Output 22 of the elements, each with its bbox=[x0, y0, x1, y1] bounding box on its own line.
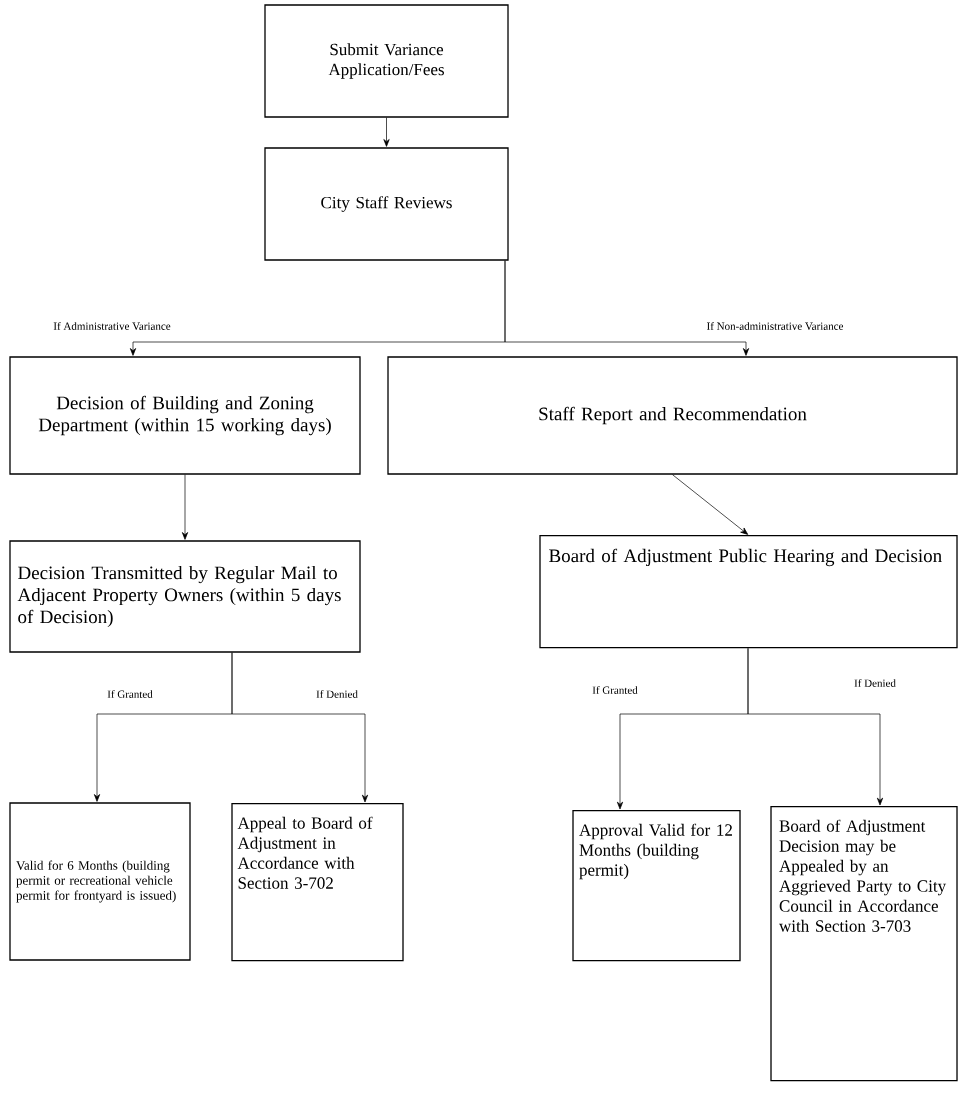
process-box: City Staff Reviews bbox=[264, 147, 509, 261]
process-box: Decision Transmitted by Regular Mail to Adjacent Property Owners (within 5 days of Decision) bbox=[9, 540, 361, 653]
arrow bbox=[383, 117, 390, 147]
arrow bbox=[181, 474, 189, 540]
arrow bbox=[504, 260, 750, 356]
process-box: Submit Variance Application/Fees bbox=[264, 4, 509, 118]
edge-label: If Granted bbox=[591, 685, 639, 695]
process-box: Board of Adjustment Decision may be Appealed by an Aggrieved Party to City Council in Accordance with Section 3-703 bbox=[770, 806, 958, 1082]
process-box: Staff Report and Recommendation bbox=[387, 356, 958, 475]
edge-label: If Non-administrative Variance bbox=[705, 321, 845, 331]
arrow bbox=[747, 647, 884, 806]
process-box: Board of Adjustment Public Hearing and Decision bbox=[539, 535, 958, 649]
edge-label: If Denied bbox=[315, 689, 359, 699]
arrow bbox=[231, 652, 369, 803]
process-box: Valid for 6 Months (building permit or recreational vehicle permit for frontyard is issued) bbox=[9, 802, 191, 961]
edge-label: If Granted bbox=[106, 689, 154, 699]
process-box: Decision of Building and Zoning Department (within 15 working days) bbox=[9, 356, 361, 475]
edge-label: If Denied bbox=[853, 678, 897, 688]
edge-label: If Administrative Variance bbox=[52, 321, 172, 331]
process-box: Approval Valid for 12 Months (building permit) bbox=[572, 810, 741, 962]
arrow bbox=[672, 474, 749, 535]
process-box: Appeal to Board of Adjustment in Accordance with Section 3-702 bbox=[231, 803, 404, 962]
